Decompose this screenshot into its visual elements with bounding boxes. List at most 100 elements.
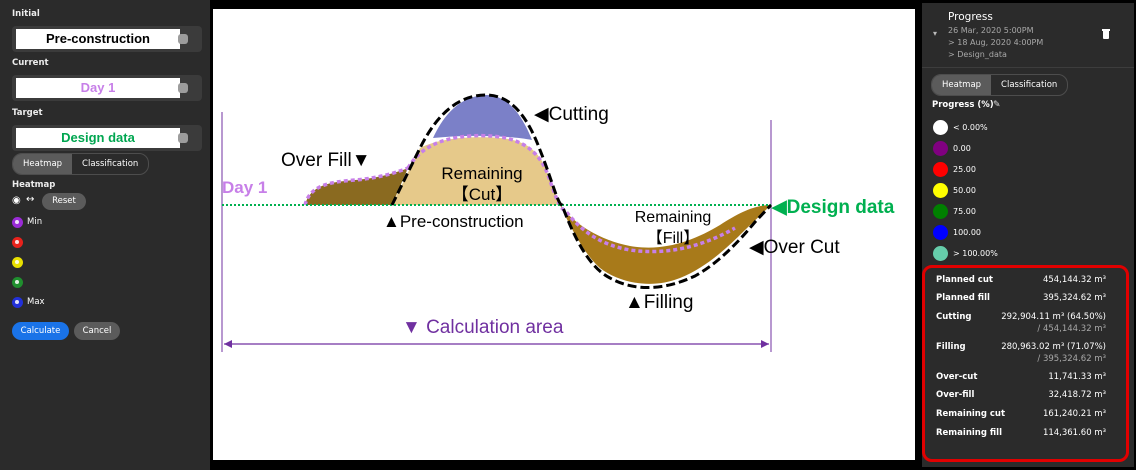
calc-left-arrowhead <box>224 340 232 348</box>
legend-swatch <box>933 203 948 219</box>
summary-highlight <box>922 265 1129 462</box>
date-from: 26 Mar, 2020 5:00PM <box>948 26 1034 35</box>
progress-panel: ▾ Progress 26 Mar, 2020 5:00PM > 18 Aug,… <box>922 3 1134 467</box>
current-select[interactable]: Day 1 <box>12 75 202 101</box>
level-swatch <box>12 216 23 228</box>
progress-view-toggle: Heatmap Classification <box>931 74 1069 96</box>
heatmap-level[interactable] <box>12 276 27 288</box>
legend-item: 50.00 <box>933 182 976 198</box>
remaining-fill-area <box>560 205 771 248</box>
calc-right-arrowhead <box>761 340 769 348</box>
initial-label: Initial <box>12 9 40 19</box>
progress-title: Progress <box>948 11 993 23</box>
legend-swatch <box>933 182 948 198</box>
summary-subvalue: / 395,324.62 m³ <box>1037 354 1106 364</box>
cancel-button[interactable]: Cancel <box>74 322 120 340</box>
summary-label: Remaining fill <box>936 428 1003 438</box>
tab-classification[interactable]: Classification <box>82 159 139 169</box>
level-swatch <box>12 296 23 308</box>
legend-label: > 100.00% <box>953 248 998 258</box>
summary-label: Over-fill <box>936 390 975 400</box>
remaining-fill-label-2: 【Fill】 <box>647 230 699 247</box>
current-label: Current <box>12 58 49 68</box>
target-value: Design data <box>16 128 180 148</box>
legend-label: 25.00 <box>953 164 976 174</box>
cutting-label: ◀Cutting <box>534 104 609 125</box>
calculate-button[interactable]: Calculate <box>12 322 69 340</box>
target-select[interactable]: Design data <box>12 125 202 151</box>
legend-label: 0.00 <box>953 143 971 153</box>
over-fill-label: Over Fill▼ <box>281 150 371 171</box>
palette-icon[interactable]: ◉ <box>12 195 21 206</box>
current-value: Day 1 <box>16 78 180 98</box>
swap-arrows-icon[interactable]: ↔ <box>26 194 35 205</box>
summary-value: 280,963.02 m³ (71.07%) <box>1001 342 1106 352</box>
remaining-cut-label: Remaining <box>441 164 522 183</box>
view-toggle: Heatmap Classification <box>12 153 150 175</box>
summary-value: 32,418.72 m³ <box>1048 390 1106 400</box>
summary-value: 454,144.32 m³ <box>1042 275 1106 285</box>
design-data-label: ◀Design data <box>771 197 895 218</box>
heatmap-level[interactable] <box>12 256 27 268</box>
remaining-cut-label-2: 【Cut】 <box>452 185 512 204</box>
over-cut-label: ◀Over Cut <box>749 237 840 258</box>
over-fill-dashed <box>303 166 409 206</box>
pre-construction-label: ▲Pre-construction <box>383 212 524 231</box>
remaining-fill-label: Remaining <box>635 209 711 226</box>
edit-pencil-icon[interactable]: ✎ <box>993 100 1001 110</box>
target-label: Target <box>12 108 43 118</box>
summary-value: 11,741.33 m³ <box>1048 372 1106 382</box>
remaining-cut-area <box>392 137 560 205</box>
level-swatch <box>12 236 23 248</box>
cutting-area <box>433 95 532 140</box>
heatmap-level-max[interactable]: Max <box>12 296 45 308</box>
source-name: > Design_data <box>948 50 1007 59</box>
summary-value: 161,240.21 m³ <box>1042 409 1106 419</box>
heatmap-level[interactable] <box>12 236 27 248</box>
summary-label: Over-cut <box>936 372 978 382</box>
heatmap-label: Heatmap <box>12 180 56 190</box>
legend-label: < 0.00% <box>953 122 988 132</box>
summary-value: 292,904.11 m³ (64.50%) <box>1001 312 1106 322</box>
legend-title: Progress (%) <box>932 100 994 110</box>
collapse-caret-icon[interactable]: ▾ <box>933 29 938 38</box>
filling-label: ▲Filling <box>625 292 693 313</box>
tab-heatmap[interactable]: Heatmap <box>932 75 992 95</box>
legend-item: 75.00 <box>933 203 976 219</box>
diagram-svg: ◀Cutting Over Fill▼ Remaining 【Cut】 Day … <box>221 93 895 352</box>
divider <box>922 67 1134 68</box>
database-icon <box>178 83 188 93</box>
summary-value: 114,361.60 m³ <box>1042 428 1106 438</box>
cut-fill-diagram: ◀Cutting Over Fill▼ Remaining 【Cut】 Day … <box>213 9 915 460</box>
database-icon <box>178 34 188 44</box>
initial-select[interactable]: Pre-construction <box>12 26 202 52</box>
legend-label: 75.00 <box>953 206 976 216</box>
level-swatch <box>12 276 23 288</box>
level-swatch <box>12 256 23 268</box>
heatmap-level-min[interactable]: Min <box>12 216 42 228</box>
settings-panel: Initial Pre-construction Current Day 1 T… <box>0 0 210 470</box>
summary-value: 395,324.62 m³ <box>1042 293 1106 303</box>
summary-label: Planned cut <box>936 275 993 285</box>
initial-value: Pre-construction <box>16 29 180 49</box>
calculation-area-label: ▼ Calculation area <box>402 317 564 338</box>
legend-item: 0.00 <box>933 140 971 156</box>
legend-swatch <box>933 140 948 156</box>
tab-heatmap[interactable]: Heatmap <box>13 154 73 174</box>
legend-swatch <box>933 119 948 135</box>
reset-button[interactable]: Reset <box>42 193 86 210</box>
date-to: > 18 Aug, 2020 4:00PM <box>948 38 1044 47</box>
trash-icon[interactable] <box>1102 29 1110 39</box>
summary-subvalue: / 454,144.32 m³ <box>1037 324 1106 334</box>
summary-label: Planned fill <box>936 293 990 303</box>
pre-construction-dashed-line <box>390 93 773 289</box>
legend-swatch <box>933 224 948 240</box>
legend-swatch <box>933 161 948 177</box>
legend-label: 100.00 <box>953 227 981 237</box>
tab-classification[interactable]: Classification <box>1001 80 1058 90</box>
legend-item: 100.00 <box>933 224 981 240</box>
day1-label: Day 1 <box>222 178 267 197</box>
summary-label: Cutting <box>936 312 972 322</box>
legend-item: 25.00 <box>933 161 976 177</box>
level-label: Min <box>27 217 43 227</box>
